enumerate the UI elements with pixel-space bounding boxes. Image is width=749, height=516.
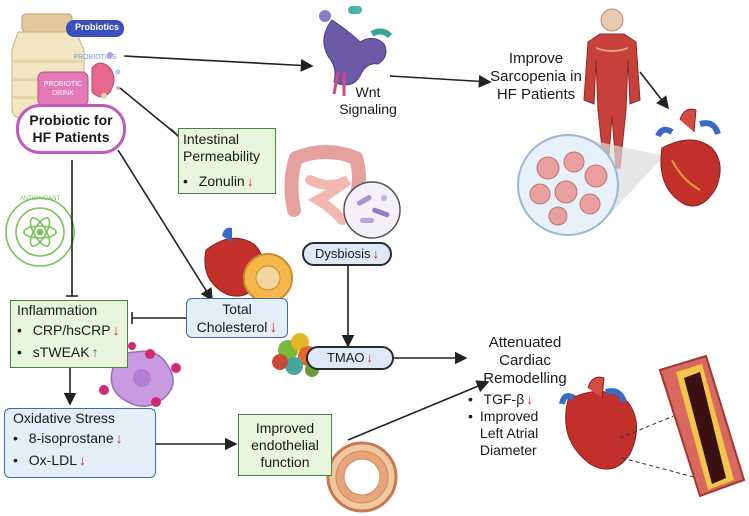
connectors <box>63 55 492 451</box>
oxidative-stress-title: Oxidative Stress <box>13 410 115 426</box>
crp-down-arrow: ↓ <box>112 322 120 338</box>
sarcopenia-label: Improve Sarcopenia in HF Patients <box>490 50 582 103</box>
zonulin-down-arrow: ↓ <box>246 173 254 189</box>
zoom-dashed-line-top <box>619 414 677 439</box>
tgf-beta-down-arrow: ↓ <box>526 391 534 407</box>
intestinal-permeability-title: Intestinal Permeability <box>183 131 261 164</box>
probiotic-drink-label: PROBIOTIC DRINK <box>43 81 83 97</box>
left-atrial-bullet: • <box>468 408 473 424</box>
isoprostane-item: 8-isoprostane↓ <box>13 427 147 449</box>
cardiac-remodelling-title: Attenuated Cardiac Remodelling <box>483 334 567 387</box>
heart-vessel-icon <box>204 227 293 303</box>
gut-microbiota-icon <box>343 181 401 239</box>
isoprostane-text: 8-isoprostane <box>28 430 114 446</box>
total-cholesterol-text: Total Cholesterol <box>196 301 268 335</box>
vessel-plaque-icon <box>658 354 746 498</box>
total-cholesterol-box: Total Cholesterol↓ <box>186 298 288 338</box>
wnt-signaling-label: Wnt Signaling <box>339 84 397 117</box>
dysbiosis-text: Dysbiosis <box>314 246 371 261</box>
stweak-up-arrow: ↑ <box>91 344 99 360</box>
oxldl-down-arrow: ↓ <box>79 452 87 468</box>
zonulin-text: Zonulin <box>198 173 245 189</box>
muscle-cross-section-icon <box>517 134 664 236</box>
inflammation-box: Inflammation CRP/hsCRP↓ sTWEAK↑ <box>10 300 128 368</box>
endothelial-function-box: Improved endothelial function <box>238 414 332 476</box>
tmao-text: TMAO <box>326 350 365 365</box>
inflammation-title: Inflammation <box>17 302 98 318</box>
artery-cross-section-icon <box>326 441 398 513</box>
dysbiosis-down-arrow: ↓ <box>372 246 380 261</box>
human-muscle-body-icon <box>583 8 641 169</box>
intestinal-permeability-box: Intestinal Permeability Zonulin↓ <box>178 128 276 194</box>
tmao-pill: TMAO↓ <box>306 346 394 370</box>
probiotic-for-hf-patients-box: Probiotic for HF Patients <box>16 104 126 154</box>
crp-text: CRP/hsCRP <box>32 322 111 338</box>
zoom-arrow-line <box>639 71 669 110</box>
oxldl-text: Ox-LDL <box>28 452 78 468</box>
isoprostane-down-arrow: ↓ <box>115 430 123 446</box>
zoom-dashed-line-bottom <box>621 457 706 481</box>
probiotic-tag-icon <box>66 20 124 37</box>
wnt-protein-icon <box>319 6 393 96</box>
probiotic-title: Probiotic for HF Patients <box>29 112 113 145</box>
oxidative-stress-box: Oxidative Stress 8-isoprostane↓ Ox-LDL↓ <box>4 408 156 478</box>
tmao-down-arrow: ↓ <box>366 350 374 365</box>
heart-icon-top <box>655 108 721 207</box>
stweak-item: sTWEAK↑ <box>17 341 121 363</box>
dysbiosis-pill: Dysbiosis↓ <box>302 242 392 266</box>
oxldl-item: Ox-LDL↓ <box>13 449 147 471</box>
left-atrial-text: Improved Left Atrial Diameter <box>479 408 539 458</box>
left-atrial-item: • Improved Left Atrial Diameter <box>468 408 578 459</box>
zonulin-item: Zonulin↓ <box>183 170 271 192</box>
tgf-beta-item: TGF-β↓ <box>468 390 578 408</box>
crp-item: CRP/hsCRP↓ <box>17 319 121 341</box>
stweak-text: sTWEAK <box>32 344 90 360</box>
cholesterol-down-arrow: ↓ <box>269 319 278 336</box>
probiotic-tag-label: Probiotics <box>74 22 119 32</box>
remodelling-list: TGF-β↓ • Improved Left Atrial Diameter <box>468 390 578 459</box>
probiotic-bottle-text: PROBIOTICS <box>73 54 117 61</box>
tgf-beta-text: TGF-β <box>483 391 525 407</box>
antioxidant-atom-icon <box>5 197 75 267</box>
endothelial-function-text: Improved endothelial function <box>251 419 319 470</box>
antioxidant-badge-label: ANTIOXIDANT <box>19 196 61 202</box>
